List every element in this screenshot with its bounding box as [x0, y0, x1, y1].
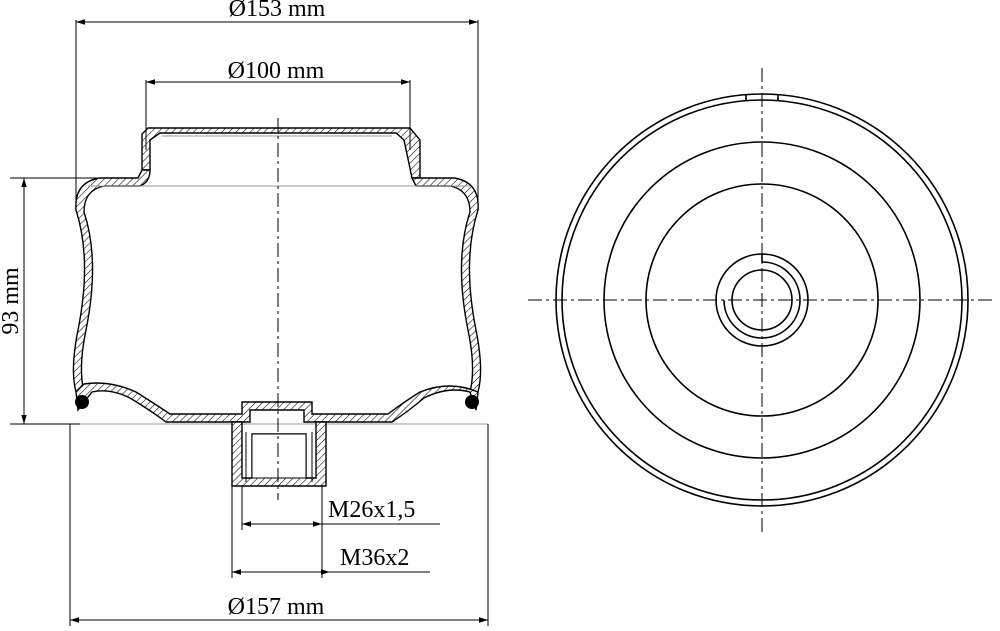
piston-wall	[75, 382, 479, 423]
bellows-right-wall	[410, 177, 482, 393]
top-view	[528, 68, 996, 532]
dim-top-outer-diameter: Ø153 mm	[229, 0, 326, 22]
dim-bottom-diameter: Ø157 mm	[228, 594, 325, 620]
dim-thread-outer: M36x2	[340, 545, 409, 571]
stud-bore	[251, 433, 307, 479]
hub-thread-arc	[723, 261, 801, 339]
dim-height: 93 mm	[0, 267, 24, 335]
left-bead	[75, 395, 89, 409]
dim-thread-inner: M26x1,5	[328, 497, 415, 523]
top-notch	[745, 94, 779, 100]
bellows-left-wall	[72, 169, 151, 393]
dim-top-inner-diameter: Ø100 mm	[228, 58, 325, 84]
side-section-view	[70, 118, 488, 500]
right-bead	[465, 395, 479, 409]
dimension-lines: Ø153 mm Ø100 mm 93 mm M26x1,5 M36x2 Ø157…	[0, 0, 489, 626]
